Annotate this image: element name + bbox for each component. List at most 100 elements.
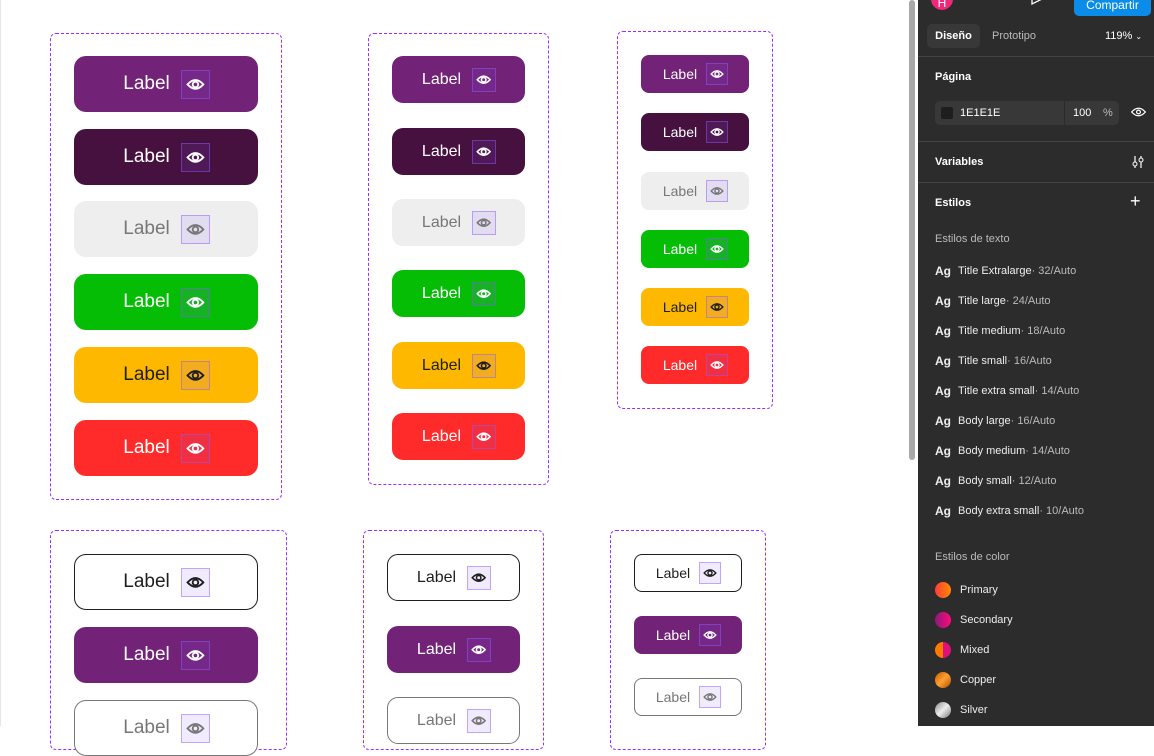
eye-icon	[699, 686, 722, 708]
canvas-scrollbar[interactable]	[909, 0, 915, 460]
eye-icon	[472, 424, 497, 449]
text-style-spec: · 18/Auto	[1020, 325, 1066, 337]
avatar[interactable]: H	[931, 0, 953, 10]
eye-icon	[472, 210, 497, 235]
color-style-item[interactable]: Secondary	[935, 612, 1013, 628]
button-label: Label	[416, 640, 457, 658]
eye-icon	[180, 433, 210, 463]
add-style-plus-icon[interactable]: +	[1130, 191, 1141, 211]
text-style-spec: · 16/Auto	[1007, 355, 1052, 367]
danger-button[interactable]: Label	[641, 346, 749, 384]
dark-button[interactable]: Label	[392, 128, 525, 175]
eye-icon	[180, 287, 210, 317]
text-style-spec: · 10/Auto	[1039, 505, 1084, 517]
danger-button[interactable]: Label	[392, 413, 525, 460]
text-style-spec: · 24/Auto	[1005, 295, 1051, 307]
button-label: Label	[123, 644, 170, 665]
color-style-name: Primary	[960, 584, 998, 596]
eye-icon	[472, 139, 497, 164]
warning-button[interactable]: Label	[641, 288, 749, 326]
tab-prototipo[interactable]: Prototipo	[992, 30, 1037, 42]
disabled-button[interactable]: Label	[392, 199, 525, 246]
outline-button[interactable]: Label	[387, 554, 520, 601]
color-swatch[interactable]	[941, 107, 953, 119]
color-swatch-icon	[935, 672, 951, 688]
text-style-spec: · 16/Auto	[1010, 415, 1056, 427]
color-swatch-icon	[935, 702, 951, 718]
text-style-name: Body medium	[958, 445, 1026, 457]
button-label: Label	[421, 142, 462, 160]
success-button[interactable]: Label	[392, 270, 525, 317]
eye-icon	[180, 567, 210, 597]
color-swatch-icon	[935, 582, 951, 598]
button-label: Label	[662, 299, 698, 315]
button-label: Label	[123, 73, 170, 94]
disabled-button[interactable]: Label	[641, 172, 749, 210]
text-style-name: Body extra small	[958, 505, 1040, 517]
text-style-icon: Ag	[935, 294, 951, 308]
variables-settings-icon[interactable]	[1131, 155, 1145, 172]
text-styles-heading: Estilos de texto	[935, 233, 1010, 245]
button-label: Label	[123, 291, 170, 312]
play-icon[interactable]	[1030, 0, 1044, 10]
color-style-item[interactable]: Copper	[935, 672, 996, 688]
button-label: Label	[421, 356, 462, 374]
outline-disabled-button[interactable]: Label	[74, 700, 258, 756]
danger-button[interactable]: Label	[74, 420, 258, 476]
disabled-button[interactable]: Label	[74, 201, 258, 257]
button-label: Label	[662, 357, 698, 373]
share-button[interactable]: Compartir	[1074, 0, 1151, 16]
button-label: Label	[123, 218, 170, 239]
eye-icon	[706, 238, 729, 260]
component-frame[interactable]	[617, 31, 773, 409]
zoom-dropdown[interactable]: 119% ⌄	[1105, 30, 1143, 42]
component-frame[interactable]	[368, 33, 549, 485]
eye-icon	[180, 69, 210, 99]
outline-disabled-button[interactable]: Label	[387, 697, 520, 744]
primary-button[interactable]: Label	[392, 56, 525, 103]
color-style-item[interactable]: Primary	[935, 582, 998, 598]
component-frame[interactable]	[50, 33, 282, 500]
outline-disabled-button[interactable]: Label	[634, 678, 742, 716]
text-style-icon: Ag	[935, 264, 951, 278]
warning-button[interactable]: Label	[74, 347, 258, 403]
color-style-item[interactable]: Mixed	[935, 642, 989, 658]
variables-heading: Variables	[935, 156, 984, 168]
eye-icon	[706, 63, 729, 85]
warning-button[interactable]: Label	[392, 342, 525, 389]
outline-button[interactable]: Label	[74, 554, 258, 610]
color-style-item[interactable]: Silver	[935, 702, 988, 718]
primary-button[interactable]: Label	[74, 627, 258, 683]
eye-icon	[180, 142, 210, 172]
eye-icon	[472, 67, 497, 92]
success-button[interactable]: Label	[641, 230, 749, 268]
page-color-field[interactable]: 1E1E1E 100 %	[935, 101, 1119, 125]
eye-icon	[706, 180, 729, 202]
outline-button[interactable]: Label	[634, 554, 742, 592]
eye-icon	[180, 360, 210, 390]
color-styles-heading: Estilos de color	[935, 551, 1010, 563]
button-label: Label	[662, 66, 698, 82]
text-style-spec: · 12/Auto	[1011, 475, 1057, 487]
dark-button[interactable]: Label	[74, 129, 258, 185]
primary-button[interactable]: Label	[387, 626, 520, 673]
primary-button[interactable]: Label	[641, 55, 749, 93]
tab-diseno[interactable]: Diseño	[927, 24, 980, 48]
text-style-name: Title medium	[958, 325, 1021, 337]
visibility-eye-icon[interactable]	[1130, 106, 1147, 121]
primary-button[interactable]: Label	[74, 56, 258, 112]
success-button[interactable]: Label	[74, 274, 258, 330]
primary-button[interactable]: Label	[634, 616, 742, 654]
button-label: Label	[662, 124, 698, 140]
dark-button[interactable]: Label	[641, 113, 749, 151]
